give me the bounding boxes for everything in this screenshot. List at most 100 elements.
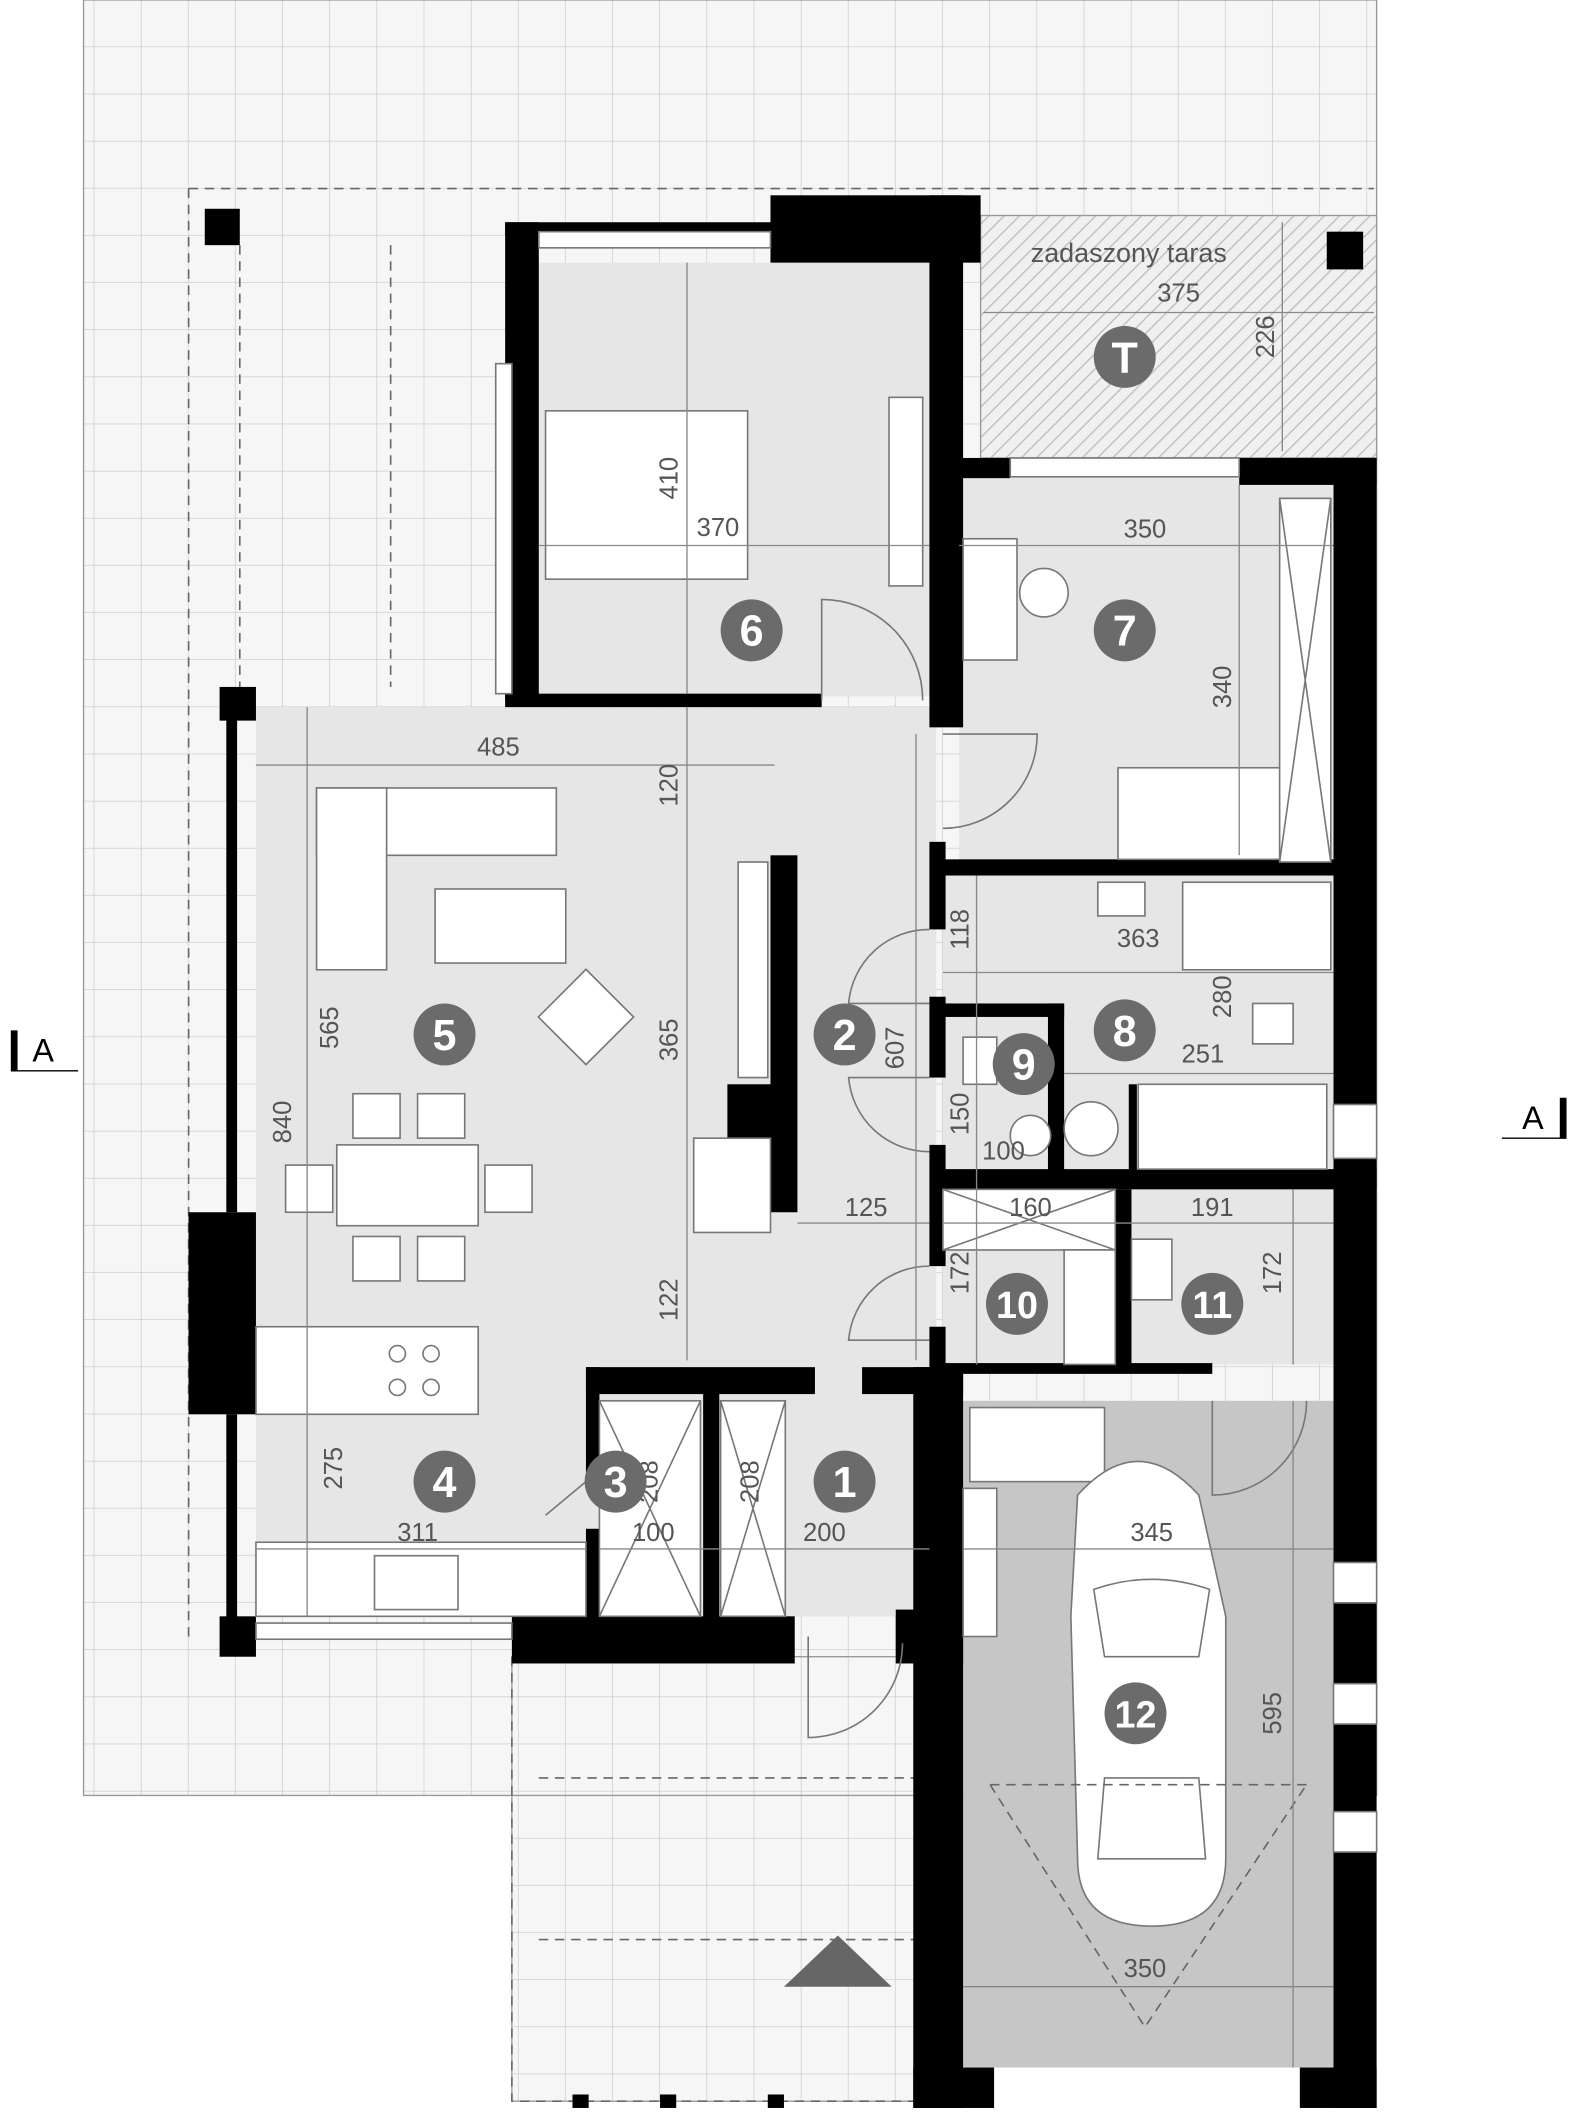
dimension-label: 191 (1191, 1194, 1234, 1222)
wall (585, 1367, 600, 1482)
dimension-label: 607 (882, 1027, 910, 1070)
section-mark-left: A (32, 1033, 54, 1069)
tv-unit (737, 861, 769, 1079)
chair (352, 1235, 401, 1282)
room-badge-t: T (1093, 325, 1156, 388)
dimension-label: 100 (982, 1138, 1025, 1166)
chair (416, 1235, 466, 1282)
dimension-label: 410 (655, 457, 683, 500)
dimension-label: 120 (655, 764, 683, 807)
garage-shelf (962, 1487, 998, 1638)
roof-outline (187, 187, 1374, 2103)
wall (1047, 1003, 1065, 1172)
badge-circle (992, 1033, 1055, 1096)
dimension-label: 363 (1117, 925, 1160, 953)
dimension-label: 350 (1124, 515, 1167, 543)
wall (936, 1169, 1377, 1190)
dining-table (335, 1144, 480, 1227)
room-badge-3: 3 (584, 1450, 647, 1513)
room-number: 9 (1012, 1041, 1036, 1089)
dimension-label: 840 (269, 1101, 297, 1144)
dimension-label: 595 (1259, 1692, 1287, 1735)
washbasin-round (1009, 1114, 1052, 1157)
dimension-label: 200 (803, 1519, 846, 1547)
window (538, 230, 772, 249)
kitchen-island (255, 1325, 480, 1416)
dimension-label: 370 (697, 514, 740, 542)
sofa-chaise (315, 787, 388, 971)
double-bed (544, 410, 749, 580)
shower (1181, 881, 1332, 971)
entrance-arrow-icon (783, 1935, 892, 1987)
dimension-label: 365 (655, 1018, 683, 1061)
wall (727, 1084, 775, 1139)
boiler (1130, 1238, 1173, 1301)
wall (204, 208, 240, 246)
dimension-label: 208 (736, 1460, 764, 1503)
wall (226, 707, 238, 1213)
chair-icon (1018, 567, 1069, 618)
chair (352, 1092, 401, 1139)
room-badge-8: 8 (1093, 999, 1156, 1062)
wall (767, 2094, 784, 2108)
door-swings (545, 598, 1308, 1739)
dimension-label: 350 (1124, 1955, 1167, 1983)
window (255, 1622, 513, 1641)
room-badge-12: 12 (1104, 1682, 1167, 1745)
room-badge-5: 5 (413, 1003, 476, 1066)
badge-circle (1093, 599, 1156, 662)
dimension-label: 280 (1209, 975, 1237, 1018)
wall (913, 1367, 964, 2108)
wall (572, 2094, 589, 2108)
room-number: 1 (833, 1459, 857, 1507)
badge-circle (986, 1272, 1048, 1335)
wall (703, 1387, 720, 1624)
wall (219, 1616, 256, 1657)
dimension-label: 275 (320, 1447, 348, 1490)
room-number: 2 (833, 1012, 857, 1060)
dimension-label: 160 (1009, 1194, 1052, 1222)
dimension-label: 122 (655, 1278, 683, 1321)
wall (219, 686, 256, 721)
armchair (537, 968, 635, 1066)
badge-circle (1093, 325, 1156, 388)
room-number: 6 (740, 608, 764, 656)
room-number: 11 (1192, 1284, 1232, 1326)
dimension-label: 340 (1209, 666, 1237, 709)
wardrobe (888, 396, 924, 587)
wall (505, 693, 822, 708)
badge-circle (1093, 999, 1156, 1062)
room-number: 5 (433, 1012, 457, 1060)
room-badge-6: 6 (720, 599, 783, 662)
badge-circle (413, 1003, 476, 1066)
fireplace (692, 1137, 772, 1234)
badge-circle (413, 1450, 476, 1513)
window (1332, 1682, 1378, 1725)
dimension-lines (255, 222, 1374, 2068)
wall (913, 2067, 995, 2108)
dimension-label: 150 (946, 1093, 974, 1136)
section-marks: A A (10, 1030, 1567, 1139)
badge-circle (584, 1450, 647, 1513)
dimension-label: 565 (316, 1006, 344, 1049)
wall (1115, 1189, 1132, 1372)
cooktop-burner (388, 1344, 407, 1363)
wall (929, 195, 964, 728)
badge-circle (720, 599, 783, 662)
window (1332, 1810, 1378, 1853)
room-number: 3 (604, 1459, 628, 1507)
furniture (255, 396, 1332, 1638)
room-badge-2: 2 (813, 1003, 876, 1066)
cooktop-burner (422, 1378, 440, 1397)
room-number: 10 (996, 1284, 1038, 1326)
toilet (1251, 1002, 1294, 1045)
washing-machine (1063, 1100, 1119, 1157)
wall (511, 1616, 795, 1664)
cooktop-burner (422, 1344, 440, 1363)
dimension-label: 375 (1157, 280, 1200, 308)
badge-circle (1104, 1682, 1167, 1745)
wall (660, 2094, 677, 2108)
dimension-label: 345 (1130, 1519, 1173, 1547)
